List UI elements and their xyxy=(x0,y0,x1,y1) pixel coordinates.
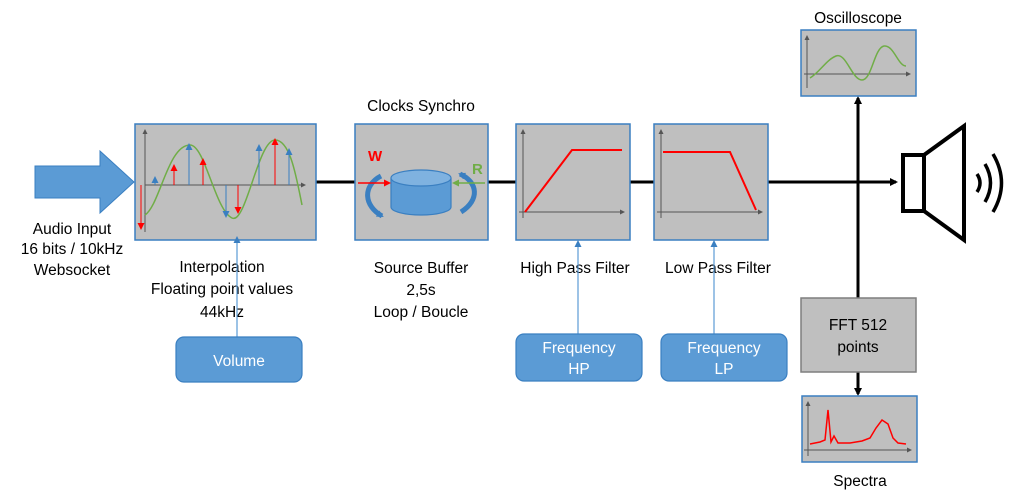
interpolation-label-line3: 44kHz xyxy=(200,304,244,321)
interpolation-label-line2: Floating point values xyxy=(151,281,293,298)
circular-arrow-icon xyxy=(365,173,384,219)
oscilloscope-label: Oscilloscope xyxy=(814,10,902,27)
low-pass-filter-box xyxy=(653,123,769,241)
frequency-hp-label-line1: Frequency xyxy=(542,340,615,357)
frequency-lp-label-line2: LP xyxy=(715,361,734,378)
frequency-hp-button[interactable]: Frequency HP xyxy=(515,333,643,382)
fft-label-line2: points xyxy=(837,339,879,356)
buffer-label-line1: Source Buffer xyxy=(374,260,469,277)
fft-box: FFT 512 points xyxy=(800,297,917,373)
input-label-line3: Websocket xyxy=(34,262,111,279)
high-pass-label: High Pass Filter xyxy=(520,260,629,277)
control-links xyxy=(233,236,718,337)
buffer-title: Clocks Synchro xyxy=(367,98,475,115)
interpolation-label-line1: Interpolation xyxy=(179,259,264,276)
volume-button-label: Volume xyxy=(213,353,265,370)
high-pass-filter-box xyxy=(515,123,631,241)
frequency-hp-label-line2: HP xyxy=(568,361,590,378)
spectra-label: Spectra xyxy=(833,473,887,490)
sound-waves-icon xyxy=(975,153,1004,213)
fft-label-line1: FFT 512 xyxy=(829,317,887,334)
spectra-box xyxy=(801,395,918,463)
oscilloscope-box xyxy=(800,29,917,97)
interpolated-sine-wave xyxy=(144,139,303,219)
interpolation-box xyxy=(134,123,317,241)
volume-button[interactable]: Volume xyxy=(175,336,303,383)
speaker-icon xyxy=(901,122,966,244)
buffer-label-line3: Loop / Boucle xyxy=(374,304,469,321)
input-arrow xyxy=(34,149,135,215)
buffer-label-line2: 2,5s xyxy=(406,282,436,299)
write-label: W xyxy=(368,148,383,165)
read-label: R xyxy=(472,161,483,178)
low-pass-label: Low Pass Filter xyxy=(665,260,771,277)
cylinder-buffer-icon xyxy=(390,169,452,216)
frequency-lp-label-line1: Frequency xyxy=(687,340,760,357)
frequency-lp-button[interactable]: Frequency LP xyxy=(660,333,788,382)
source-buffer-box: W R xyxy=(354,123,489,241)
input-label-line2: 16 bits / 10kHz xyxy=(21,241,124,258)
input-label-line1: Audio Input xyxy=(33,221,112,238)
main-signal-line xyxy=(316,96,898,396)
circular-arrow-icon xyxy=(458,171,477,215)
